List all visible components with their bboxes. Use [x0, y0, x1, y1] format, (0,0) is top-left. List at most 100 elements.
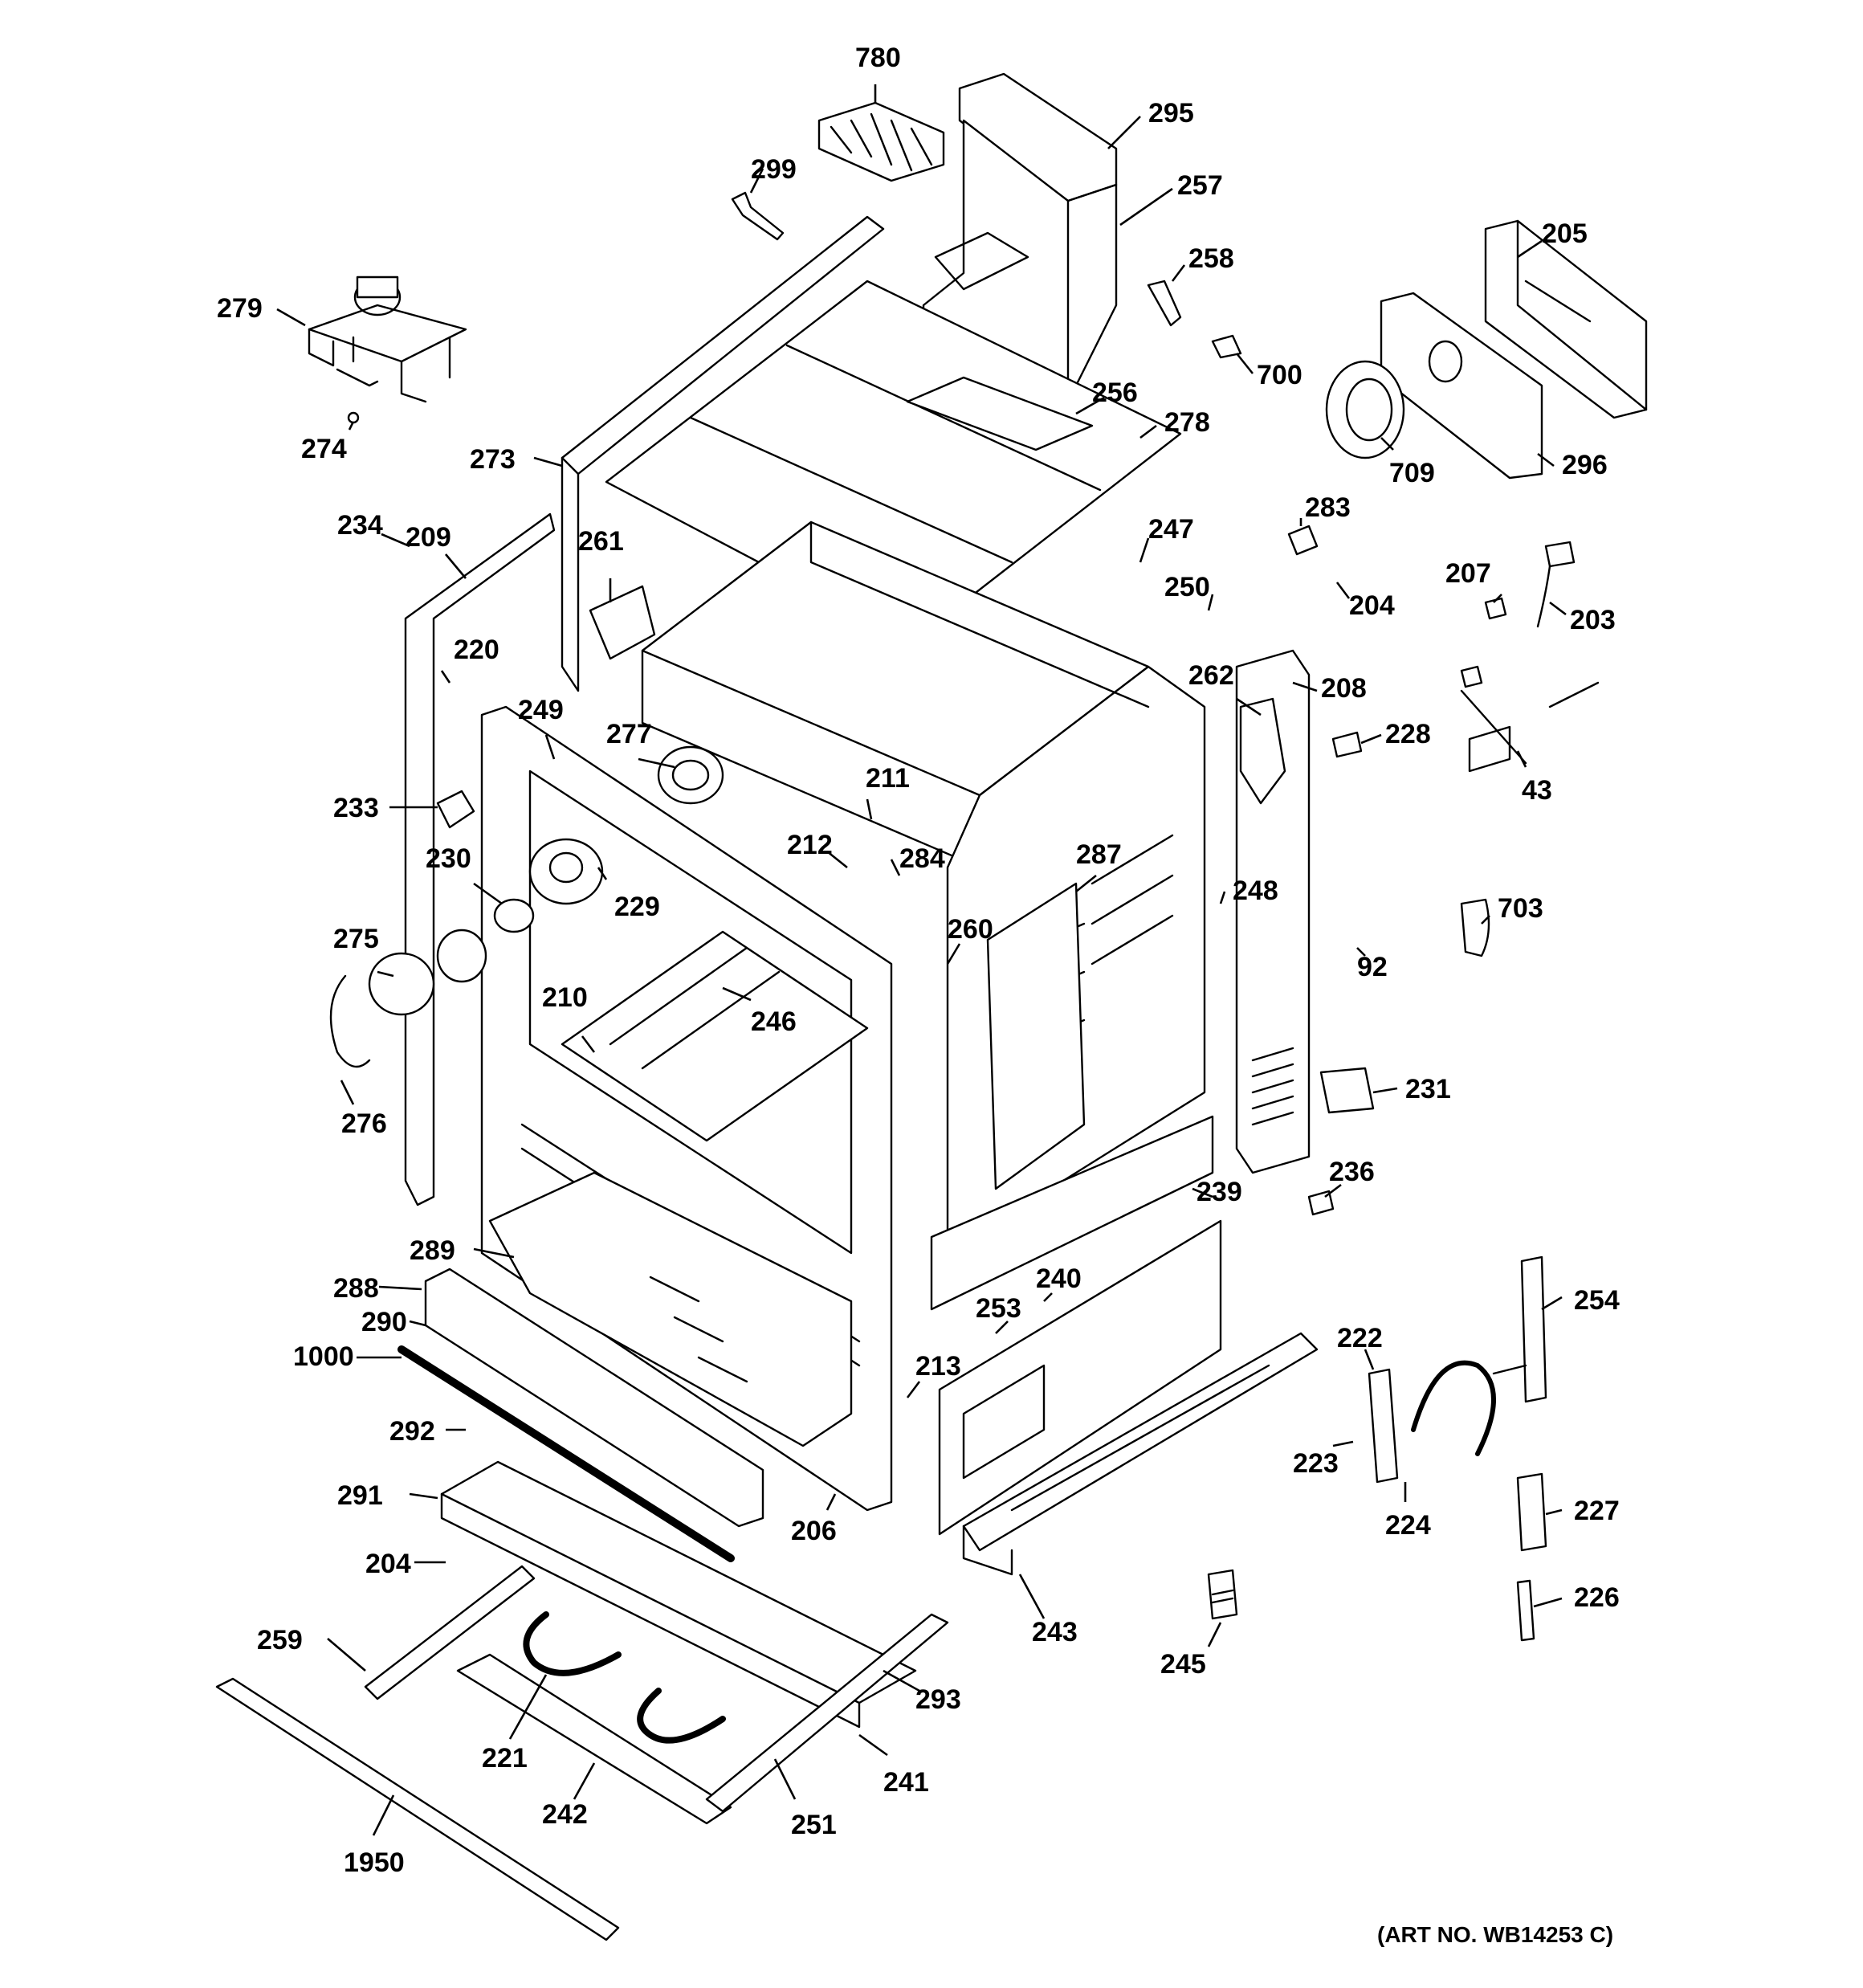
callout-247: 247	[1148, 514, 1194, 545]
callout-249: 249	[518, 695, 564, 725]
callout-276: 276	[341, 1108, 387, 1139]
part-242-bottom-rail	[456, 1653, 732, 1825]
part-246-oven-floor	[561, 930, 869, 1142]
part-243-drawer-rail	[962, 1332, 1319, 1576]
callout-277: 277	[606, 719, 652, 749]
callout-251: 251	[791, 1810, 837, 1840]
callout-212: 212	[787, 830, 833, 860]
callout-296: 296	[1562, 450, 1608, 480]
callout-287: 287	[1076, 839, 1122, 870]
part-205-back-bracket	[1484, 219, 1648, 419]
part-229-light-housing	[528, 838, 604, 905]
callout-230: 230	[426, 843, 471, 874]
callout-288: 288	[333, 1273, 379, 1304]
part-709-burner-cap	[1325, 360, 1405, 459]
part-293-drawer-bottom	[440, 1460, 917, 1729]
part-240-kick-panel	[930, 1115, 1222, 1536]
callout-254: 254	[1574, 1285, 1620, 1316]
callout-260: 260	[948, 914, 993, 945]
callout-295: 295	[1148, 98, 1194, 129]
callout-226: 226	[1574, 1582, 1620, 1613]
callout-709: 709	[1389, 458, 1435, 488]
part-273-top-frame	[561, 215, 885, 692]
callout-273: 273	[470, 444, 516, 475]
callout-229: 229	[614, 892, 660, 922]
callout-257: 257	[1177, 170, 1223, 201]
part-231-bracket	[1319, 1067, 1375, 1114]
part-283-clip	[1287, 525, 1319, 556]
callout-275: 275	[333, 924, 379, 954]
callout-292: 292	[389, 1416, 435, 1447]
callout-293: 293	[915, 1684, 961, 1715]
part-287-heat-shield	[986, 882, 1086, 1190]
callout-206: 206	[791, 1516, 837, 1546]
part-209-left-side-panel	[404, 512, 556, 1206]
part-1000-gasket	[397, 1345, 735, 1562]
part-203-power-cord	[1536, 541, 1576, 628]
callout-253: 253	[976, 1293, 1021, 1324]
callout-279: 279	[217, 293, 263, 324]
part-254-hinge	[1492, 1255, 1547, 1403]
part-256-vent-plate	[906, 376, 1094, 451]
part-226-link	[1516, 1579, 1535, 1642]
part-1950-trim-bar	[215, 1677, 620, 1941]
callout-213: 213	[915, 1351, 961, 1382]
callout-283: 283	[1305, 492, 1351, 523]
part-222-hinge	[1368, 1360, 1496, 1484]
callout-289: 289	[410, 1235, 455, 1266]
callout-291: 291	[337, 1480, 383, 1511]
part-299-bracket	[731, 191, 785, 241]
callout-703: 703	[1498, 893, 1543, 924]
callout-240: 240	[1036, 1263, 1082, 1294]
part-221-broil-burner	[523, 1611, 726, 1744]
part-43-probe	[1460, 665, 1600, 773]
callout-208: 208	[1321, 673, 1367, 704]
part-259-drawer-slide	[364, 1565, 536, 1700]
part-277-plug	[657, 745, 724, 805]
callout-204b: 204	[365, 1549, 411, 1579]
callout-274: 274	[301, 434, 347, 464]
callout-222: 222	[1337, 1323, 1383, 1353]
callout-248: 248	[1233, 876, 1278, 906]
callout-234: 234	[337, 510, 383, 541]
callout-243: 243	[1032, 1617, 1078, 1647]
callout-299: 299	[751, 154, 797, 185]
callout-228: 228	[1385, 719, 1431, 749]
part-245-leveling-leg	[1207, 1569, 1238, 1620]
callout-1950: 1950	[344, 1847, 405, 1878]
callout-258: 258	[1188, 243, 1234, 274]
callout-224: 224	[1385, 1510, 1431, 1541]
callout-205: 205	[1542, 218, 1588, 249]
callout-204a: 204	[1349, 590, 1395, 621]
callout-211: 211	[866, 763, 910, 794]
callout-233: 233	[333, 793, 379, 823]
callout-1000: 1000	[293, 1341, 354, 1372]
callout-242: 242	[542, 1799, 588, 1830]
callout-labels: 780 295 257 299 205 258 279 700 256 278 …	[217, 43, 1620, 1878]
part-227-spring	[1516, 1472, 1547, 1552]
callout-209: 209	[406, 522, 451, 553]
callout-259: 259	[257, 1625, 303, 1655]
leader-lines	[276, 84, 1567, 1836]
callout-236: 236	[1329, 1157, 1375, 1187]
part-703-bracket	[1460, 898, 1490, 957]
part-296-back-plate	[1380, 292, 1543, 480]
part-276-wire-clip	[329, 974, 371, 1068]
part-780-vent-grille	[817, 101, 945, 182]
part-241-bottom-rail	[705, 1613, 949, 1813]
callout-241: 241	[883, 1767, 929, 1798]
callout-207: 207	[1445, 558, 1491, 589]
part-230-light-socket	[493, 898, 535, 933]
part-279-thermostat	[308, 276, 467, 424]
callout-221: 221	[482, 1743, 528, 1774]
callout-43: 43	[1522, 775, 1552, 806]
callout-262: 262	[1188, 660, 1234, 691]
callout-220: 220	[454, 635, 499, 665]
callout-223: 223	[1293, 1448, 1339, 1479]
callout-256: 256	[1092, 378, 1138, 408]
callout-92: 92	[1357, 952, 1388, 982]
art-number: (ART NO. WB14253 C)	[1377, 1922, 1613, 1947]
callout-245: 245	[1160, 1649, 1206, 1680]
callout-227: 227	[1574, 1496, 1620, 1526]
